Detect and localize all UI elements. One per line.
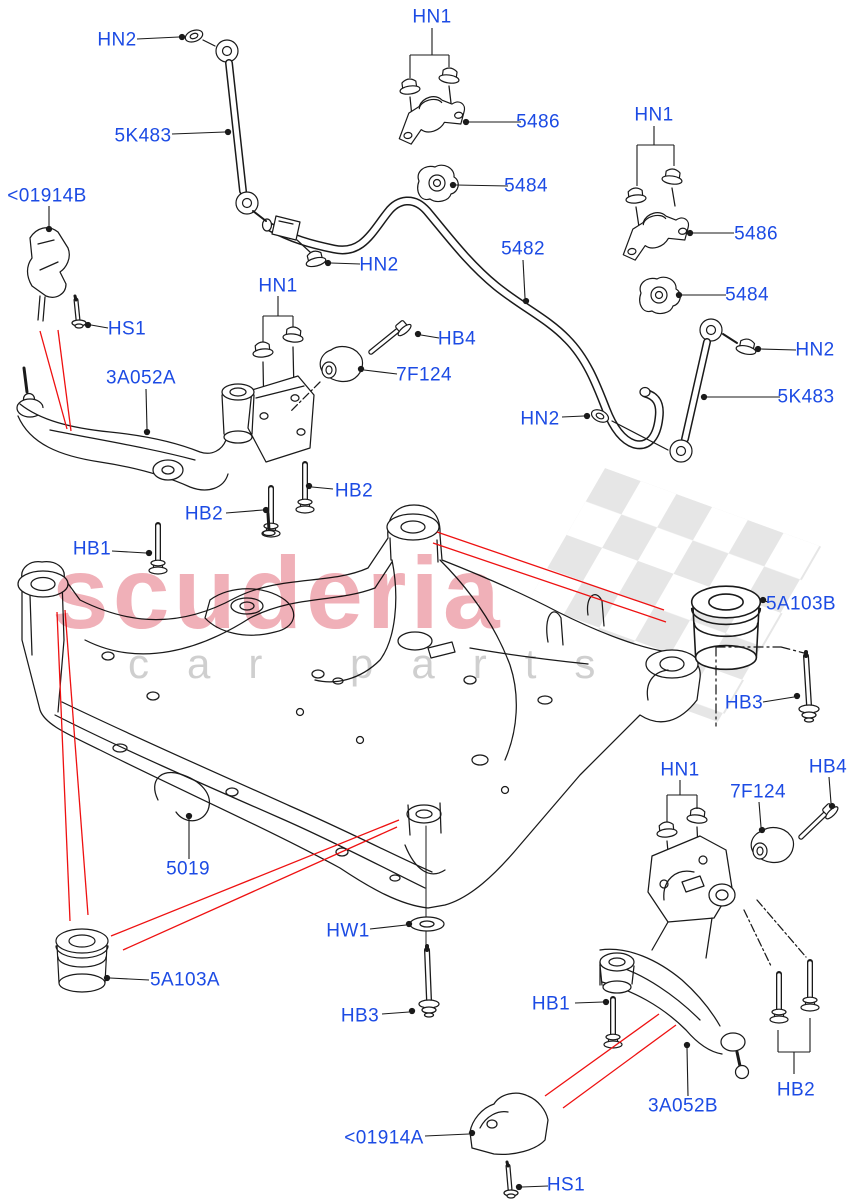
part-label-5k483-right: 5K483	[777, 386, 835, 408]
part-label-5a103b: 5A103B	[765, 593, 837, 615]
part-label-hb4-top: HB4	[437, 328, 477, 350]
stabilizer-link-right-drawing	[588, 318, 759, 463]
bolt-hb1-bottom-drawing	[604, 999, 622, 1048]
part-label-5484-left: 5484	[504, 175, 548, 197]
part-label-5486-right: 5486	[734, 223, 778, 245]
part-label-5a103a: 5A103A	[149, 969, 221, 991]
part-label-hn1-top-right: HN1	[634, 104, 674, 126]
bolt-hb2-bottom2-drawing	[801, 962, 819, 1011]
part-label-01914b: <01914B	[7, 185, 87, 207]
bolt-hb3-left-drawing	[418, 944, 440, 1018]
bracket-01914b-drawing	[26, 227, 70, 322]
part-label-hb1-top: HB1	[72, 538, 112, 560]
part-label-hn2-mid: HN2	[359, 254, 399, 276]
part-label-hn1-mid-left: HN1	[258, 275, 298, 297]
bolt-hb2-bottom1-drawing	[770, 974, 788, 1023]
part-label-3a052a: 3A052A	[105, 367, 177, 389]
bracket-5486-left-drawing	[393, 66, 470, 147]
watermark-brand: scuderia	[52, 536, 504, 650]
bolt-hb3-right-drawing	[715, 646, 820, 727]
part-label-5019: 5019	[166, 858, 210, 880]
part-label-hn2-mid-right: HN2	[520, 408, 560, 430]
part-label-5482: 5482	[501, 238, 545, 260]
part-label-hb1-bottom: HB1	[531, 993, 571, 1015]
part-label-5484-right: 5484	[725, 284, 769, 306]
part-label-hb3-right: HB3	[724, 692, 764, 714]
part-label-hs1-bottom: HS1	[546, 1174, 586, 1196]
part-label-hn2-top-left: HN2	[97, 29, 137, 51]
crossmember-bar-5019-drawing	[54, 701, 433, 889]
part-label-hw1: HW1	[326, 920, 370, 942]
front-arm-right-assembly-drawing	[599, 800, 841, 1080]
part-label-hn1-bottom: HN1	[660, 759, 700, 781]
part-label-hn2-right: HN2	[795, 339, 835, 361]
nut-hn2-mid-drawing	[296, 239, 328, 269]
screw-hs1-bottom-drawing	[503, 1160, 519, 1199]
stabilizer-bar-drawing	[261, 196, 664, 450]
leader-lines	[45, 28, 836, 1191]
part-label-hb4-bottom: HB4	[808, 756, 848, 778]
bolt-hb2-upper-drawing	[296, 464, 314, 513]
bushing-5484-right-drawing	[639, 276, 681, 315]
screw-hs1-top-drawing	[71, 294, 87, 329]
part-label-hb2-upper: HB2	[334, 480, 374, 502]
part-label-7f124-top: 7F124	[396, 364, 452, 386]
bracket-5486-right-drawing	[617, 167, 694, 263]
watermark-tagline: car parts	[128, 640, 633, 687]
part-label-hb2-lower: HB2	[184, 503, 224, 525]
part-label-7f124-bottom: 7F124	[730, 781, 786, 803]
subframe-drawing	[17, 504, 701, 951]
part-label-3a052b: 3A052B	[647, 1095, 719, 1117]
part-label-hb2-bottom: HB2	[776, 1079, 816, 1101]
part-label-hb3-left: HB3	[340, 1005, 380, 1027]
part-label-01914a: <01914A	[344, 1127, 424, 1149]
red-callout-lines	[39, 329, 677, 1109]
washer-hw1-drawing	[409, 916, 445, 932]
part-label-hs1-top: HS1	[107, 318, 147, 340]
bracket-01914a-drawing	[469, 1092, 549, 1156]
bushing-5a103a-drawing	[55, 928, 109, 993]
part-label-5486-left: 5486	[516, 111, 560, 133]
front-arm-left-assembly-drawing	[16, 317, 414, 491]
part-label-5k483-left: 5K483	[114, 125, 172, 147]
part-label-hn1-top: HN1	[412, 6, 452, 28]
stabilizer-link-left-drawing	[183, 27, 267, 222]
